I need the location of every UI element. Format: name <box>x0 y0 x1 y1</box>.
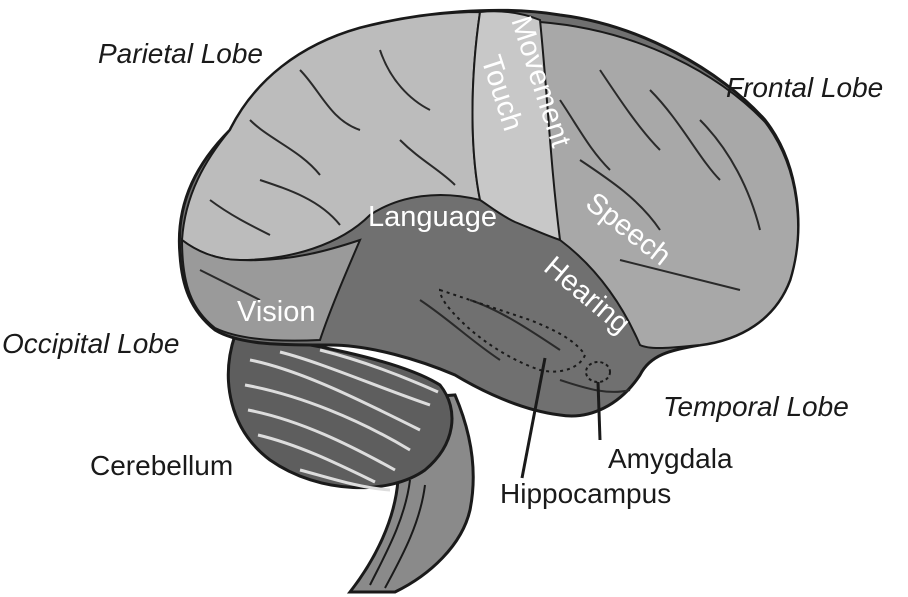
temporal-lobe-label: Temporal Lobe <box>663 391 849 422</box>
motor-sensory-strip <box>471 10 562 242</box>
cerebellum-label: Cerebellum <box>90 450 234 481</box>
hippocampus-label: Hippocampus <box>500 478 672 509</box>
amygdala-outline <box>585 361 611 383</box>
hippocampus-outline <box>438 288 587 373</box>
frontal-lobe-label: Frontal Lobe <box>726 72 884 103</box>
amygdala-pointer <box>596 381 602 441</box>
hippocampus-pointer <box>520 357 547 479</box>
cerebellum-folds <box>244 348 439 492</box>
parietal-lobe-label: Parietal Lobe <box>98 38 264 69</box>
amygdala-label: Amygdala <box>608 443 733 474</box>
occipital-region <box>180 237 362 342</box>
vision-label: Vision <box>237 296 316 328</box>
gyri-lines <box>199 49 761 393</box>
occipital-lobe-label: Occipital Lobe <box>2 328 180 359</box>
language-label: Language <box>368 201 498 233</box>
